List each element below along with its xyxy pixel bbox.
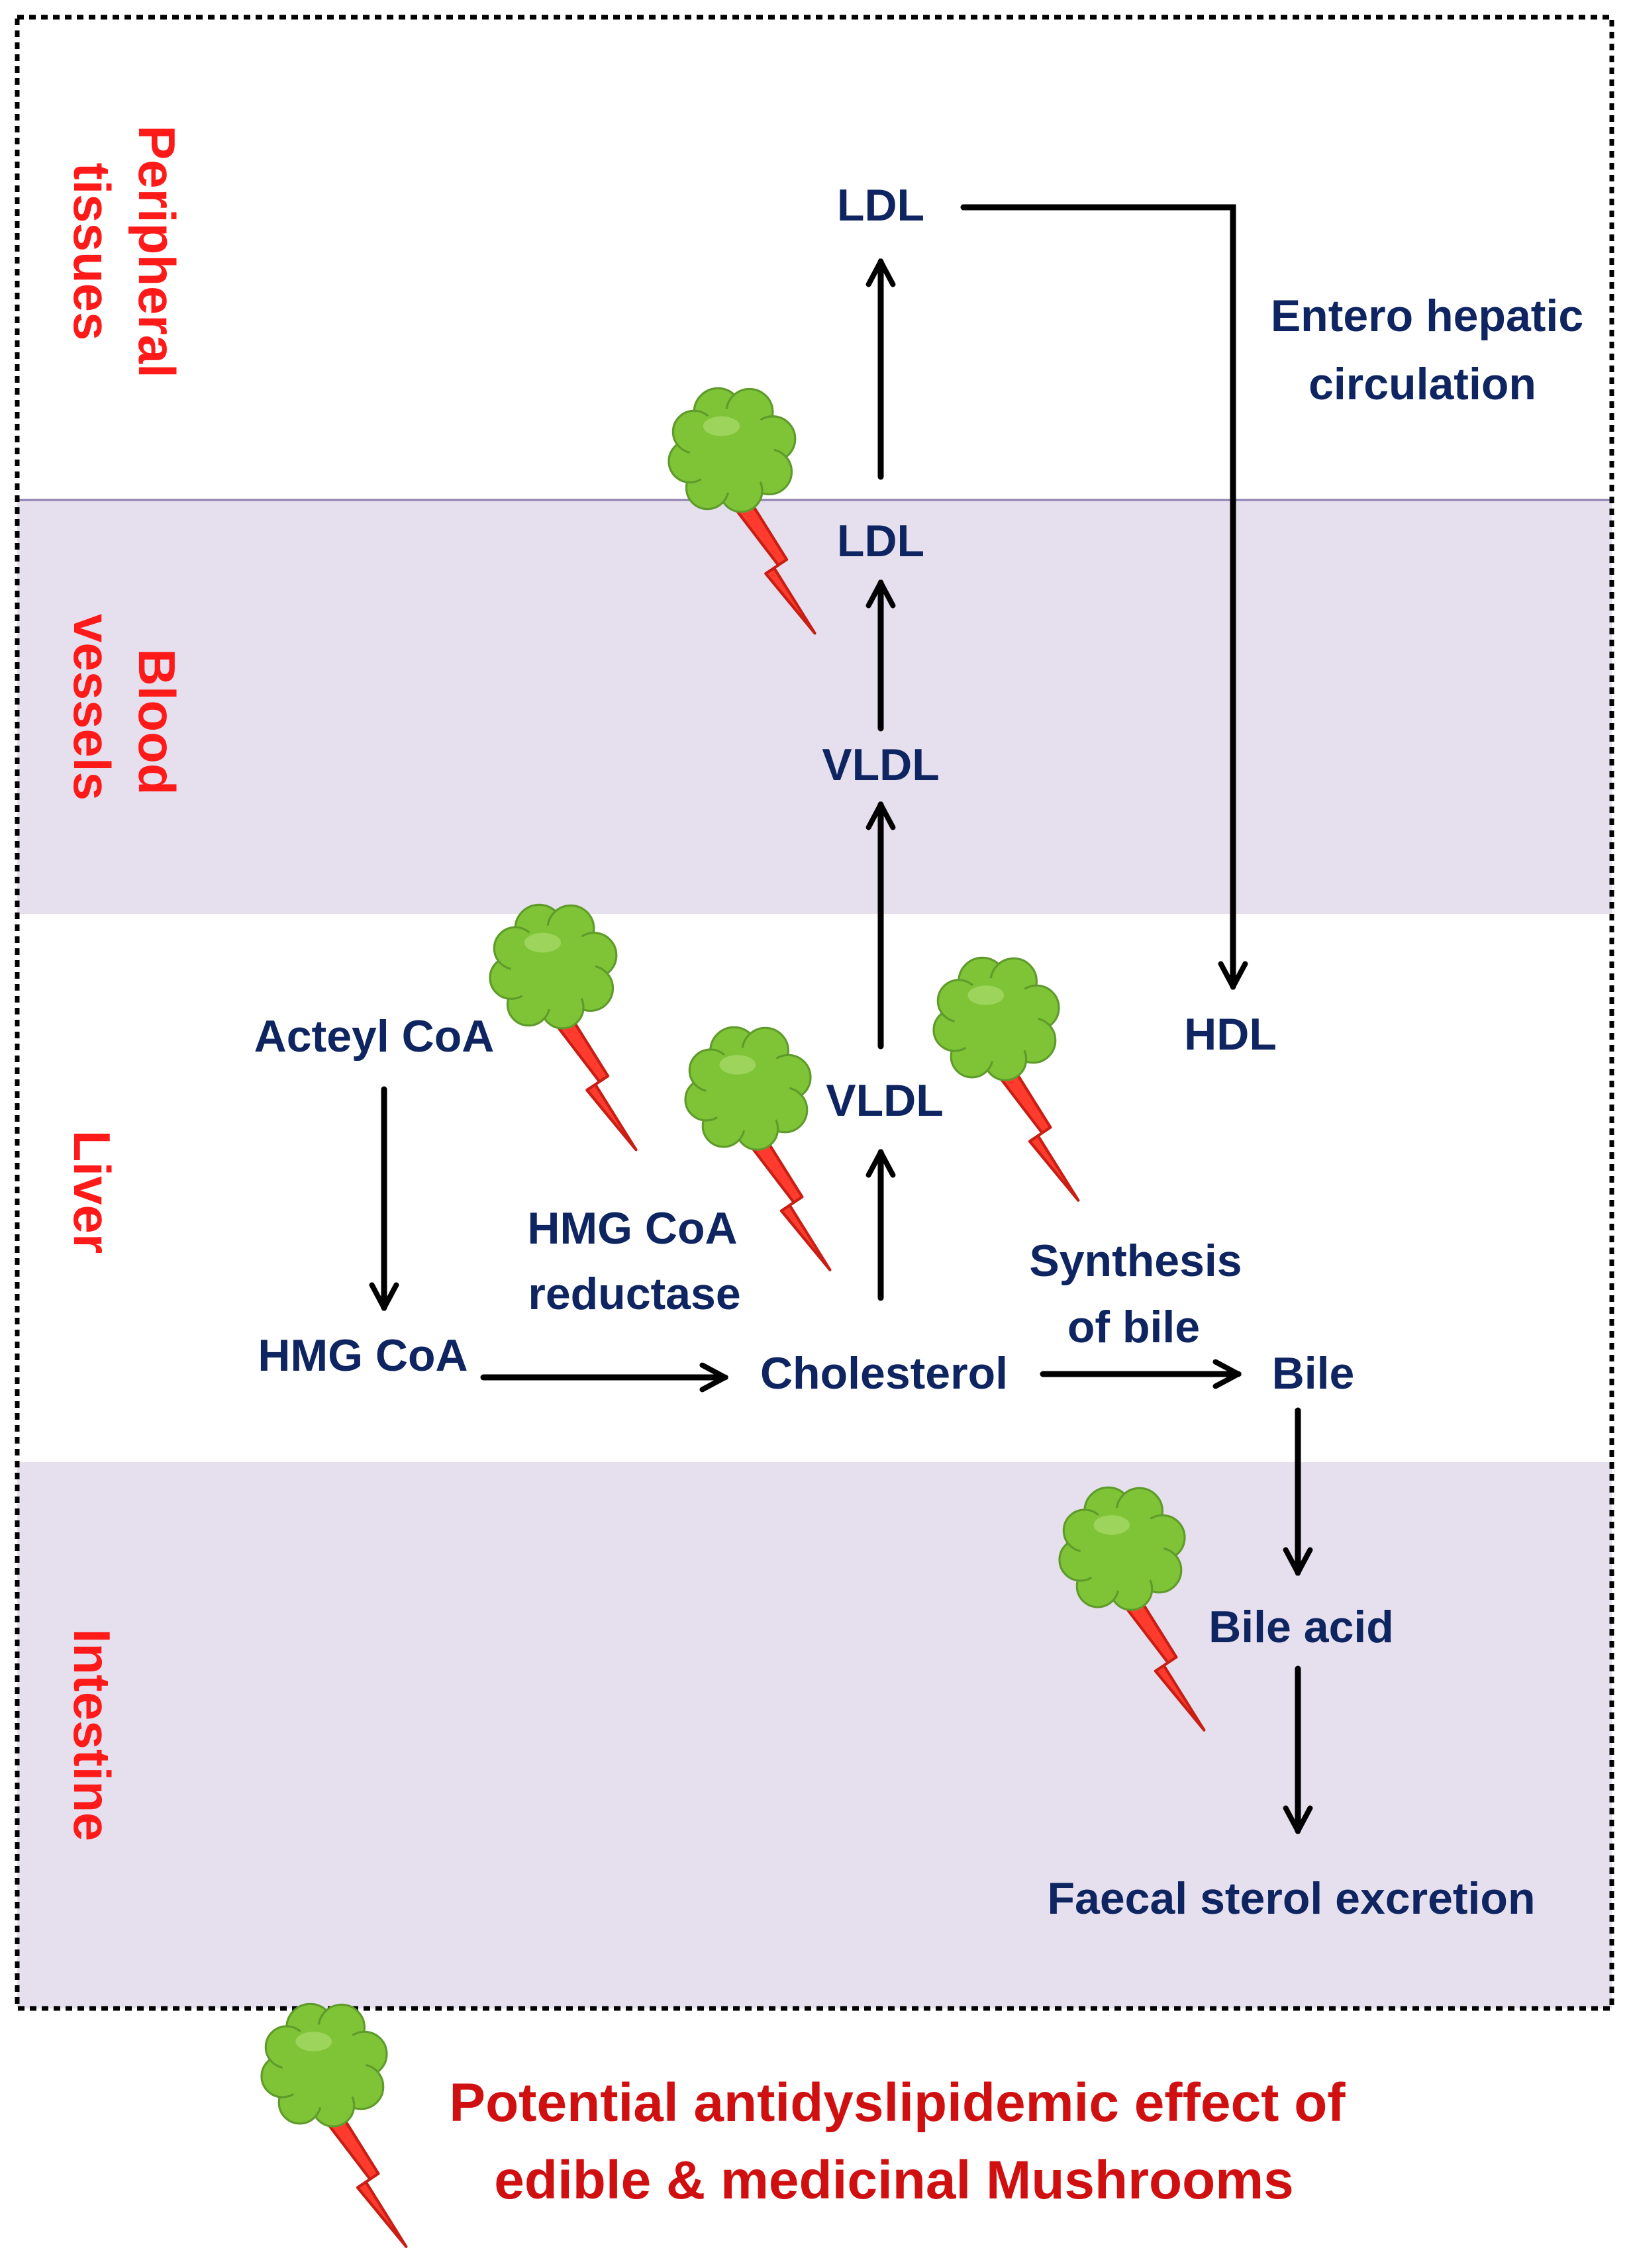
- node-faecal-sterol-excretion: Faecal sterol excretion: [1047, 1873, 1535, 1924]
- node-bile-acid: Bile acid: [1209, 1602, 1394, 1652]
- pathway-nodes: LDL LDL VLDL VLDL Acteyl CoA HMG CoA Cho…: [254, 180, 1584, 1924]
- zone-peripheral-line2: tissues: [63, 163, 121, 341]
- arrow-entero-hepatic: [960, 204, 1233, 987]
- legend-line1: Potential antidyslipidemic effect of: [449, 2073, 1346, 2133]
- pathway-arrows: [384, 204, 1298, 1831]
- zone-liver: Liver: [63, 1130, 121, 1254]
- node-acetyl-coa: Acteyl CoA: [254, 1011, 495, 1061]
- legend-line2: edible & medicinal Mushrooms: [494, 2150, 1293, 2210]
- zone-blood-vessels: Blood vessels: [63, 614, 186, 801]
- label-synthesis-line2: of bile: [1067, 1302, 1200, 1352]
- diagram-border: [15, 15, 1614, 2011]
- node-bile: Bile: [1272, 1348, 1355, 1399]
- zone-blood-line1: Blood: [128, 649, 186, 795]
- zone-peripheral-tissues: Peripheral tissues: [63, 125, 186, 378]
- blood-vessels-band: [17, 500, 1612, 914]
- label-reductase-line2: reductase: [528, 1269, 740, 1319]
- zone-intestine: Intestine: [63, 1629, 121, 1842]
- node-vldl-liver: VLDL: [826, 1075, 944, 1126]
- node-vldl-blood: VLDL: [822, 740, 940, 790]
- node-hmg-coa: HMG CoA: [258, 1330, 468, 1381]
- intestine-band: [17, 1462, 1612, 2008]
- mushroom-inhibition-icon: [934, 958, 1078, 1200]
- label-synthesis-line1: Synthesis: [1029, 1236, 1242, 1286]
- label-entero-line2: circulation: [1308, 359, 1536, 409]
- legend: Potential antidyslipidemic effect of edi…: [262, 2004, 1346, 2246]
- label-entero-line1: Entero hepatic: [1271, 291, 1583, 341]
- legend-mushroom-icon: [262, 2004, 406, 2246]
- zone-blood-line2: vessels: [63, 614, 121, 801]
- mushroom-inhibition-icon: [490, 905, 636, 1150]
- node-ldl-peripheral: LDL: [837, 180, 924, 230]
- node-hdl: HDL: [1184, 1009, 1277, 1060]
- node-cholesterol: Cholesterol: [760, 1348, 1008, 1399]
- label-reductase-line1: HMG CoA: [527, 1203, 737, 1254]
- node-ldl-blood: LDL: [837, 516, 924, 566]
- zone-peripheral-line1: Peripheral: [128, 125, 186, 378]
